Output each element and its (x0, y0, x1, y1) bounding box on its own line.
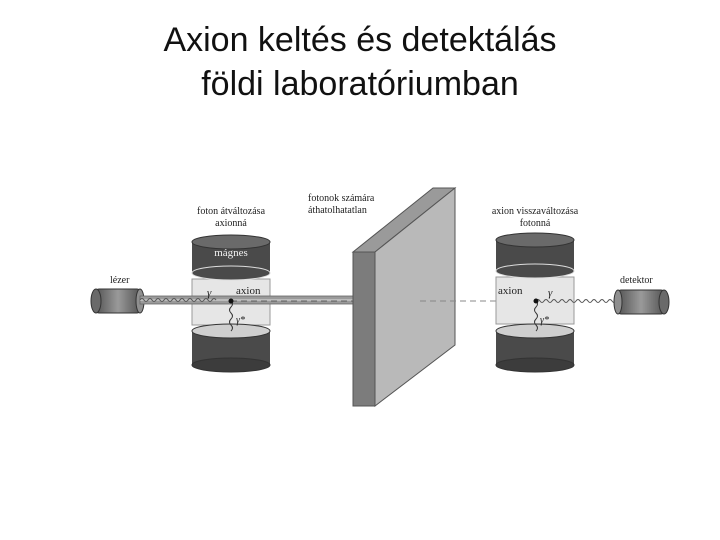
left-label-line-2: axionná (215, 218, 247, 229)
detector (613, 289, 670, 315)
photon-wave-right (535, 299, 617, 303)
axion-label-right: axion (498, 285, 523, 297)
interaction-point-right (533, 298, 539, 304)
axion-label-left: axion (236, 285, 261, 297)
wall-label-line-1: fotonok számára (308, 193, 375, 204)
title-line-2: földi laboratóriumban (201, 65, 519, 103)
gamma-star-right: γ* (540, 315, 549, 326)
detector-label: detektor (620, 275, 653, 286)
right-magnet (495, 232, 575, 373)
magnet-label: mágnes (214, 247, 248, 259)
left-label-line-1: foton átváltozása (197, 206, 266, 217)
virtual-photon-right (534, 300, 538, 332)
title-line-1: Axion keltés és detektálás (163, 21, 557, 59)
laser-label: lézer (110, 275, 130, 286)
right-label-line-2: fotonná (520, 218, 551, 229)
slide-title: Axion keltés és detektálás földi laborat… (0, 18, 720, 106)
gamma-right: γ (548, 287, 553, 299)
right-label-line-1: axion visszaváltozása (492, 206, 579, 217)
interaction-point-left (228, 298, 234, 304)
gamma-left: γ (207, 287, 212, 299)
gamma-star-left: γ* (236, 315, 245, 326)
photon-wave-left (139, 298, 217, 302)
wall (351, 186, 457, 408)
laser (90, 288, 145, 314)
wall-label-line-2: áthatolhatatlan (308, 205, 367, 216)
virtual-photon-left (229, 300, 233, 332)
